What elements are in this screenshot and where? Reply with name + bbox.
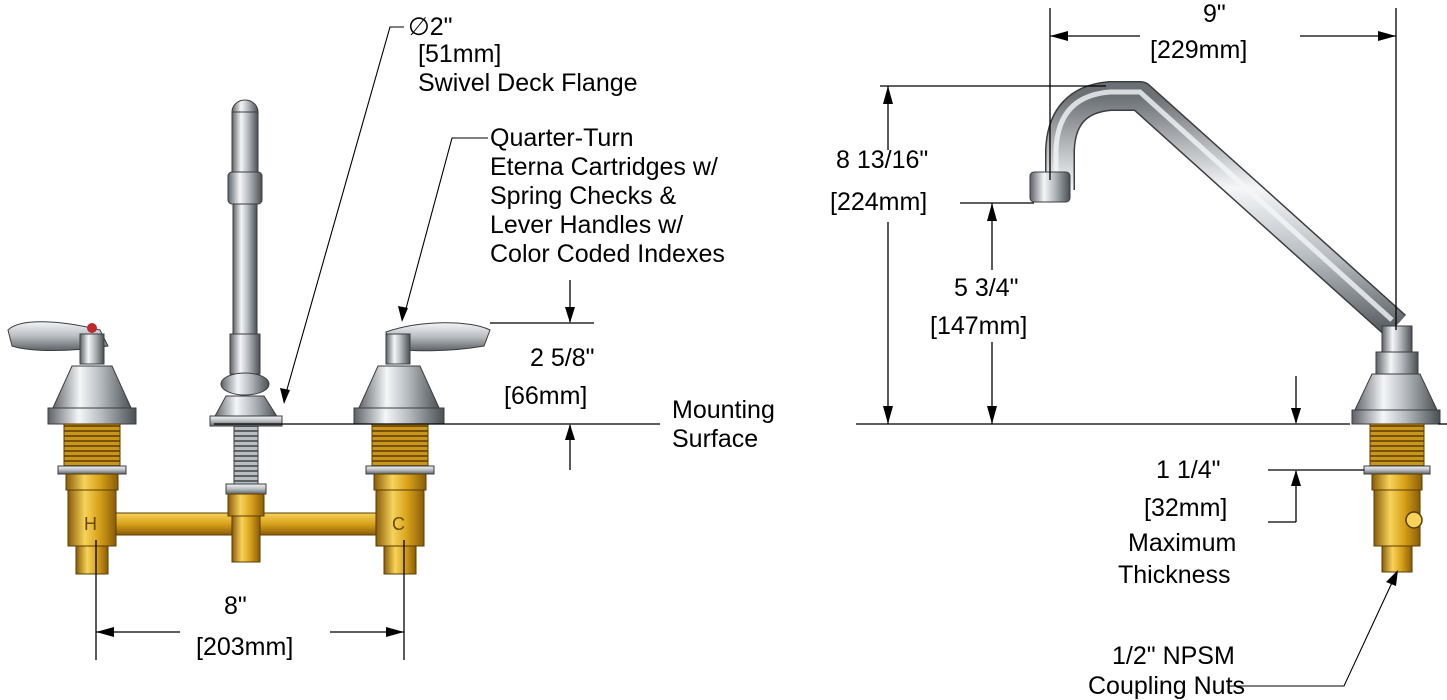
swivel-spout [209,99,283,563]
hot-valve: H [7,321,137,575]
mounting-surface-line-2: Surface [672,425,758,453]
spout-reach-metric: [229mm] [1150,36,1247,64]
dimension-lines [95,8,1447,687]
spout-reach-imperial: 9" [1203,0,1226,28]
spout-clearance-metric: [147mm] [930,312,1027,340]
spout-height-imperial: 8 13/16" [836,146,928,174]
spout-clearance-imperial: 5 3/4" [954,274,1018,302]
side-view-faucet [1029,81,1441,573]
cartridges-line-3: Spring Checks & [490,182,677,210]
flange-diameter: ∅2" [408,13,453,41]
max-thickness-metric: [32mm] [1144,494,1227,522]
mounting-surface-line-1: Mounting [672,396,775,424]
center-spread-imperial: 8" [224,592,247,620]
cartridges-line-1: Quarter-Turn [490,124,634,152]
handle-height-metric: [66mm] [504,382,587,410]
spout-height-metric: [224mm] [830,188,927,216]
max-thickness-line-1: Maximum [1128,529,1236,557]
front-view-faucet: H C [7,99,491,575]
hot-mark: H [84,514,97,534]
coupling-nuts-line-2: Coupling Nuts [1088,672,1245,700]
max-thickness-line-2: Thickness [1118,561,1231,589]
coupling-nuts-line-1: 1/2" NPSM [1112,642,1235,670]
handle-height-imperial: 2 5/8" [530,344,594,372]
dimension-labels: ∅2" [51mm] Swivel Deck Flange Quarter-Tu… [196,0,1247,700]
cold-valve: C [353,322,491,575]
cartridges-line-2: Eterna Cartridges w/ [490,153,718,181]
center-spread-metric: [203mm] [196,633,293,661]
cartridges-line-4: Lever Handles w/ [490,211,683,239]
flange-metric: [51mm] [418,40,501,68]
cartridges-line-5: Color Coded Indexes [490,240,725,268]
flange-name: Swivel Deck Flange [418,69,638,97]
cold-mark: C [392,514,405,534]
max-thickness-imperial: 1 1/4" [1156,456,1220,484]
